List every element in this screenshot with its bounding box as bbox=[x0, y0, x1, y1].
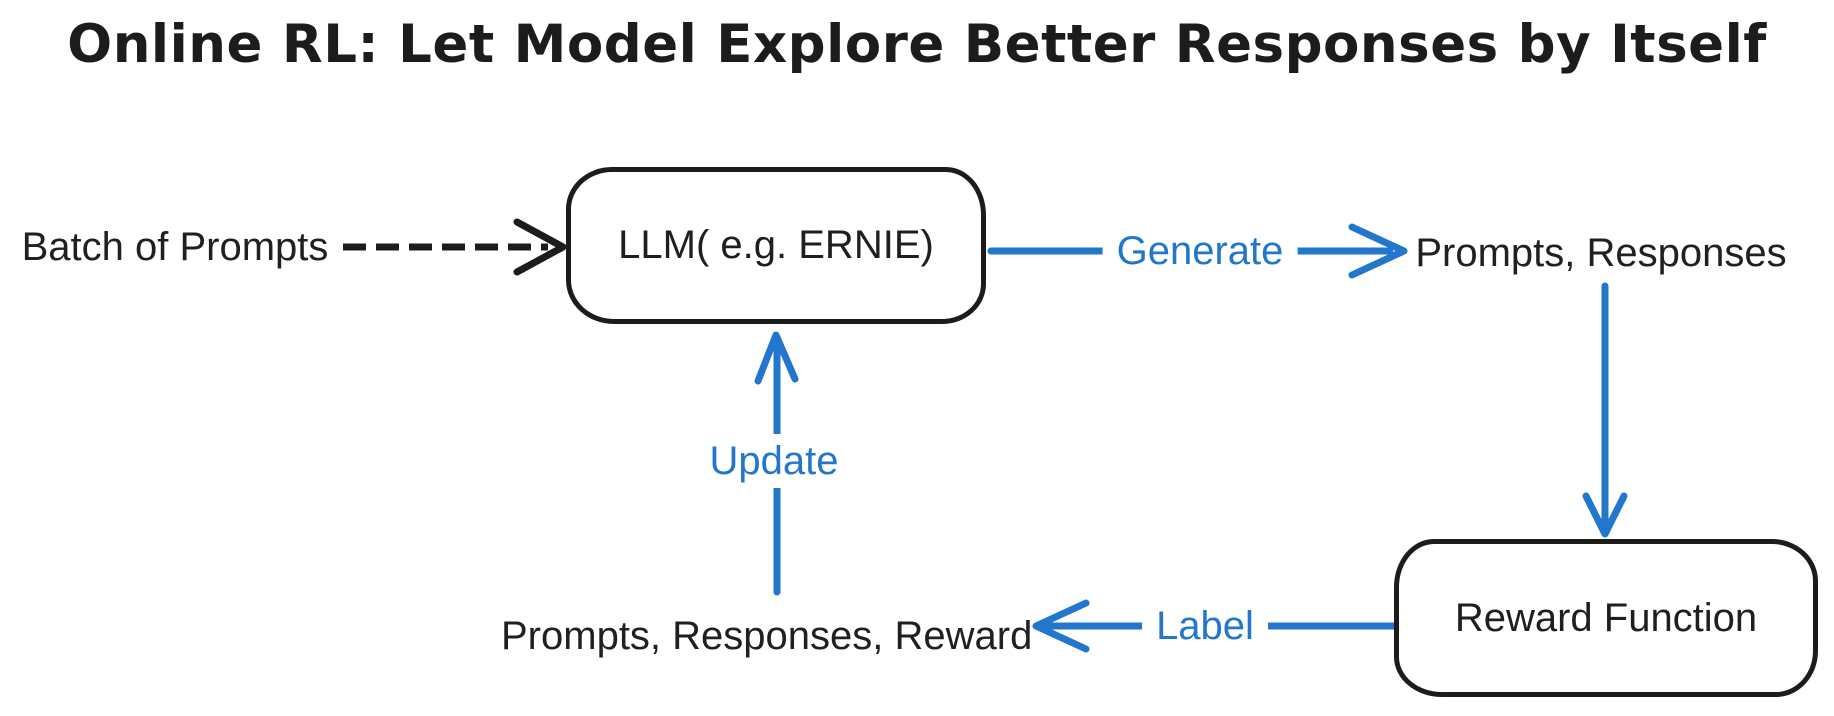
prompts-input-dashed-arrow bbox=[343, 218, 567, 276]
prompts-responses-label: Prompts, Responses bbox=[1415, 231, 1787, 275]
batch-of-prompts-label: Batch of Prompts bbox=[21, 225, 329, 269]
reward-function-node-label: Reward Function bbox=[1454, 595, 1758, 640]
llm-node-label: LLM( e.g. ERNIE) bbox=[618, 223, 934, 267]
llm-node: LLM( e.g. ERNIE) bbox=[566, 167, 986, 324]
label-edge-label: Label bbox=[1142, 599, 1268, 653]
diagram-title: Online RL: Let Model Explore Better Resp… bbox=[67, 14, 1767, 75]
reward-function-node: Reward Function bbox=[1394, 539, 1818, 697]
to-reward-arrow bbox=[1582, 282, 1628, 538]
generate-edge-label: Generate bbox=[1102, 224, 1298, 278]
update-edge-label: Update bbox=[695, 434, 853, 488]
prompts-responses-reward-label: Prompts, Responses, Reward bbox=[501, 614, 1033, 658]
